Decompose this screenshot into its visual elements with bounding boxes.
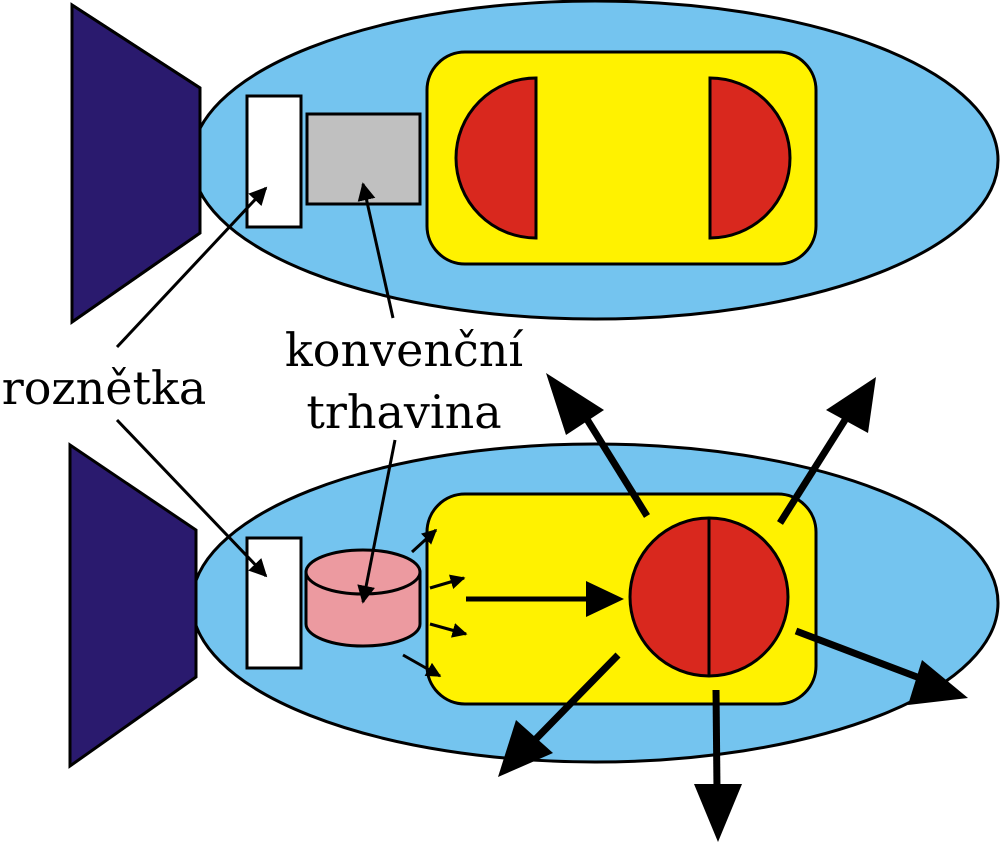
- detonator: [245, 94, 303, 229]
- tail-fin: [68, 442, 198, 769]
- explosion-arrows: [498, 373, 968, 842]
- detonated-explosive: [304, 548, 422, 648]
- blast-arrows-small: [402, 528, 468, 678]
- label-explosive-line1: konvenční: [285, 323, 523, 377]
- detonator: [245, 536, 303, 670]
- bomb-after: [68, 373, 1000, 842]
- label-detonator: roznětka: [2, 361, 207, 415]
- projectile-arrow: [466, 581, 624, 617]
- label-pointers: [115, 182, 397, 604]
- fissile-hemisphere-left: [454, 76, 538, 240]
- label-explosive-line2: trhavina: [306, 385, 501, 439]
- bomb-before: [70, 0, 1000, 325]
- conventional-explosive: [305, 112, 422, 206]
- fissile-hemisphere-right: [708, 76, 792, 240]
